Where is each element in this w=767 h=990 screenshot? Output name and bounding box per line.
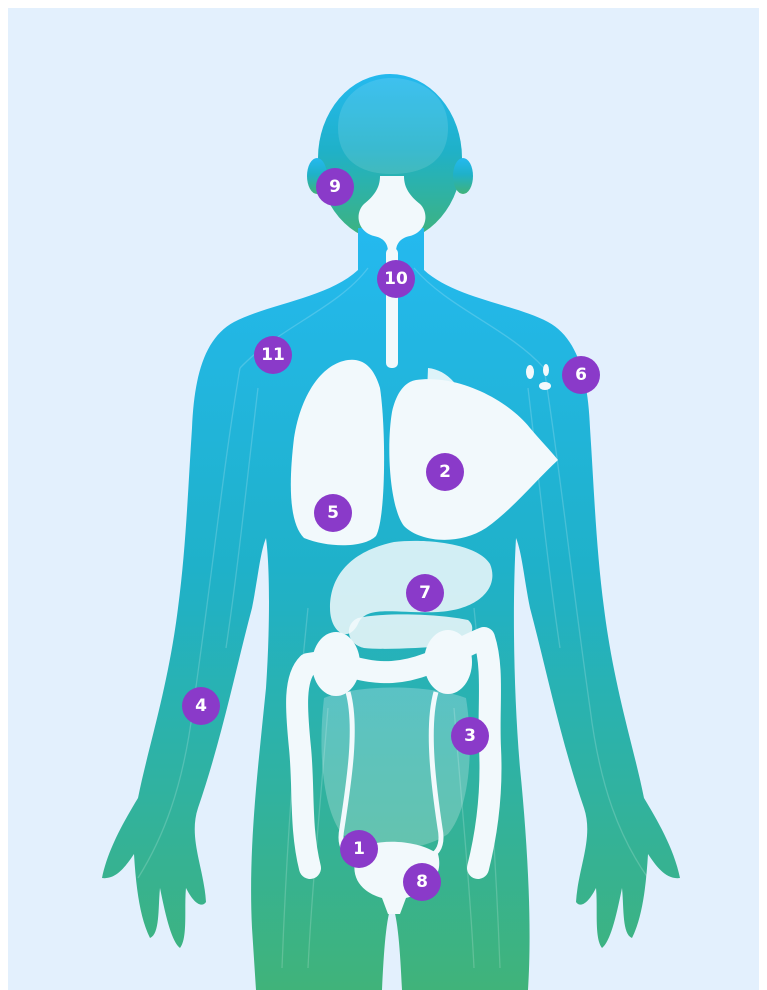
anatomy-figure: 1 2 3 4 5 6 7 8 9 10 11 xyxy=(8,8,759,990)
marker-label: 10 xyxy=(384,269,408,289)
marker-label: 4 xyxy=(195,696,207,716)
marker-label: 3 xyxy=(464,726,476,746)
marker-2[interactable]: 2 xyxy=(426,453,464,491)
marker-label: 7 xyxy=(419,583,431,603)
marker-1[interactable]: 1 xyxy=(340,830,378,868)
marker-label: 8 xyxy=(416,872,428,892)
marker-10[interactable]: 10 xyxy=(377,260,415,298)
bone-fragment xyxy=(526,365,534,379)
marker-6[interactable]: 6 xyxy=(562,356,600,394)
marker-label: 1 xyxy=(353,839,365,859)
diagram-canvas: 1 2 3 4 5 6 7 8 9 10 11 xyxy=(8,8,759,990)
marker-label: 2 xyxy=(439,462,451,482)
brain-shape xyxy=(338,78,448,174)
marker-label: 9 xyxy=(329,177,341,197)
bone-fragment xyxy=(543,364,549,376)
bone-fragment xyxy=(539,382,551,390)
marker-label: 6 xyxy=(575,365,587,385)
marker-8[interactable]: 8 xyxy=(403,863,441,901)
marker-5[interactable]: 5 xyxy=(314,494,352,532)
marker-11[interactable]: 11 xyxy=(254,336,292,374)
marker-7[interactable]: 7 xyxy=(406,574,444,612)
marker-9[interactable]: 9 xyxy=(316,168,354,206)
marker-3[interactable]: 3 xyxy=(451,717,489,755)
marker-4[interactable]: 4 xyxy=(182,687,220,725)
marker-label: 11 xyxy=(261,345,285,365)
marker-label: 5 xyxy=(327,503,339,523)
